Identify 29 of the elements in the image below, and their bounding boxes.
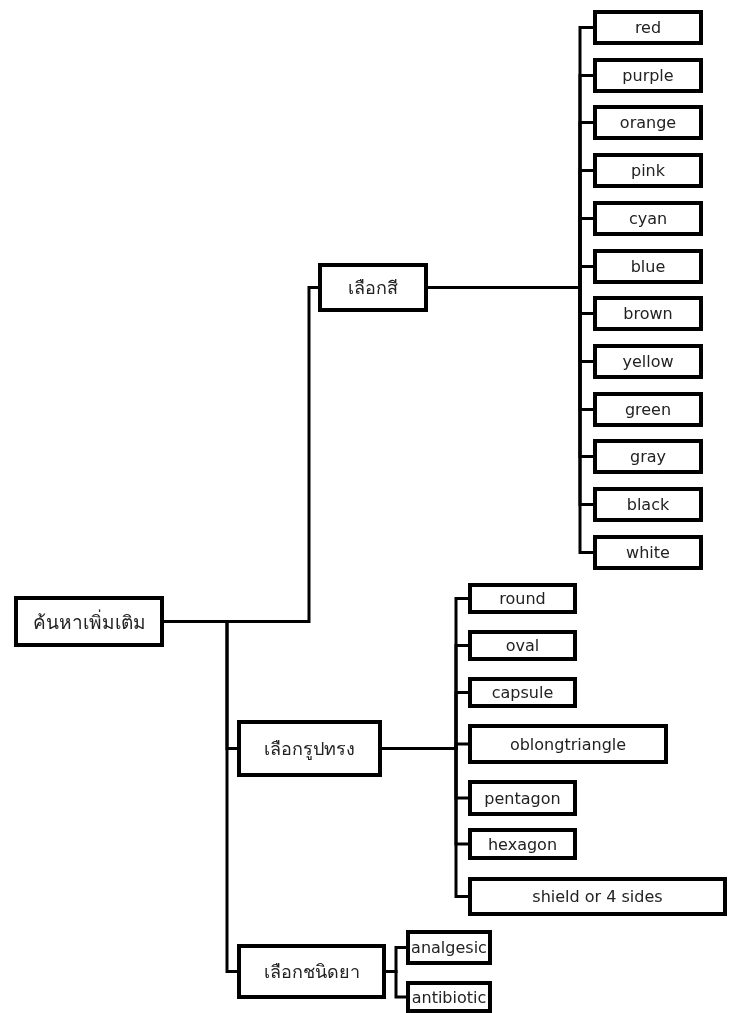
option-box: pentagon xyxy=(468,780,577,816)
option-box: yellow xyxy=(593,344,703,379)
connector-line xyxy=(386,970,406,999)
option-box: round xyxy=(468,583,577,614)
option-box: purple xyxy=(593,58,703,93)
option-box: orange xyxy=(593,105,703,140)
category-box: เลือกชนิดยา xyxy=(237,944,386,999)
option-box: blue xyxy=(593,249,703,284)
option-box: red xyxy=(593,10,703,45)
category-box: เลือกสี xyxy=(318,263,428,312)
option-box: antibiotic xyxy=(406,981,492,1013)
option-box: analgesic xyxy=(406,930,492,965)
category-box: เลือกรูปทรง xyxy=(237,720,382,777)
option-box: shield or 4 sides xyxy=(468,877,727,916)
option-box: green xyxy=(593,392,703,427)
connector-line xyxy=(382,747,468,898)
option-box: capsule xyxy=(468,677,577,708)
option-box: gray xyxy=(593,439,703,474)
option-box: cyan xyxy=(593,201,703,236)
option-box: oblongtriangle xyxy=(468,724,668,764)
option-box: brown xyxy=(593,296,703,331)
option-box: black xyxy=(593,487,703,522)
option-box: hexagon xyxy=(468,828,577,860)
option-box: pink xyxy=(593,153,703,188)
connector-line xyxy=(164,620,237,973)
root-box: ค้นหาเพิ่มเติม xyxy=(14,596,164,647)
option-box: white xyxy=(593,535,703,570)
connector-line xyxy=(428,286,593,554)
option-box: oval xyxy=(468,630,577,661)
